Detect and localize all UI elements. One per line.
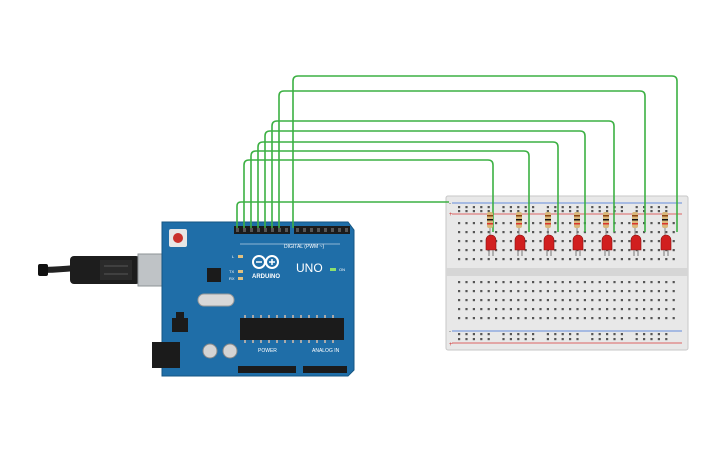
capacitor-1 [202,343,218,359]
analog-label: ANALOG IN [312,348,340,354]
usb-chip [207,268,221,282]
power-led [330,268,336,271]
capacitor-2 [222,343,238,359]
red-led [601,234,613,251]
led-unit-2[interactable] [514,212,526,256]
crystal [197,293,235,307]
rail-minus-bottom: - [449,329,451,335]
power-label: POWER [258,348,277,354]
led-label-l: L [232,254,235,259]
led-label-rx: RX [229,276,235,281]
brand-label: ARDUINO [252,274,280,280]
wire-pin-7 [292,75,678,232]
led-unit-6[interactable] [630,212,642,256]
arduino-logo [252,255,279,269]
arduino-board[interactable]: DIGITAL (PWM ~) ARDUINO UNO L TX RX ON [152,221,355,377]
digital-header-label: DIGITAL (PWM ~) [284,244,324,250]
red-led [514,234,526,251]
red-led [543,234,555,251]
power-jack[interactable] [152,342,180,368]
led-unit-1[interactable] [485,212,497,256]
wire-pin-9 [271,120,615,232]
atmega-chip [240,318,344,340]
wire-pin-13 [243,159,494,232]
wire-gnd [236,201,449,228]
wire-pin-12 [250,150,530,232]
led-unit-5[interactable] [601,212,613,256]
red-led [572,234,584,251]
analog-header[interactable] [303,366,347,373]
wire-pin-10 [264,130,586,232]
digital-header-right[interactable] [294,226,350,234]
led-array [485,212,672,256]
wires[interactable] [236,75,678,232]
red-led [630,234,642,251]
red-led [660,234,672,251]
model-label: UNO [296,261,323,275]
led-unit-4[interactable] [572,212,584,256]
power-header[interactable] [238,366,296,373]
led-unit-7[interactable] [660,212,672,256]
led-label-tx: TX [229,269,234,274]
wire-pin-11 [257,141,559,232]
red-led [485,234,497,251]
led-unit-3[interactable] [543,212,555,256]
usb-cable[interactable] [38,253,169,287]
voltage-regulator [172,318,188,332]
rail-plus-bottom: + [449,342,453,348]
breadboard[interactable]: - + - + [445,195,689,351]
rail-minus-top: - [449,201,451,207]
wire-pin-8 [278,90,646,232]
rail-plus-top: + [449,212,453,218]
on-label: ON [339,267,345,272]
digital-header-left[interactable] [234,226,290,234]
